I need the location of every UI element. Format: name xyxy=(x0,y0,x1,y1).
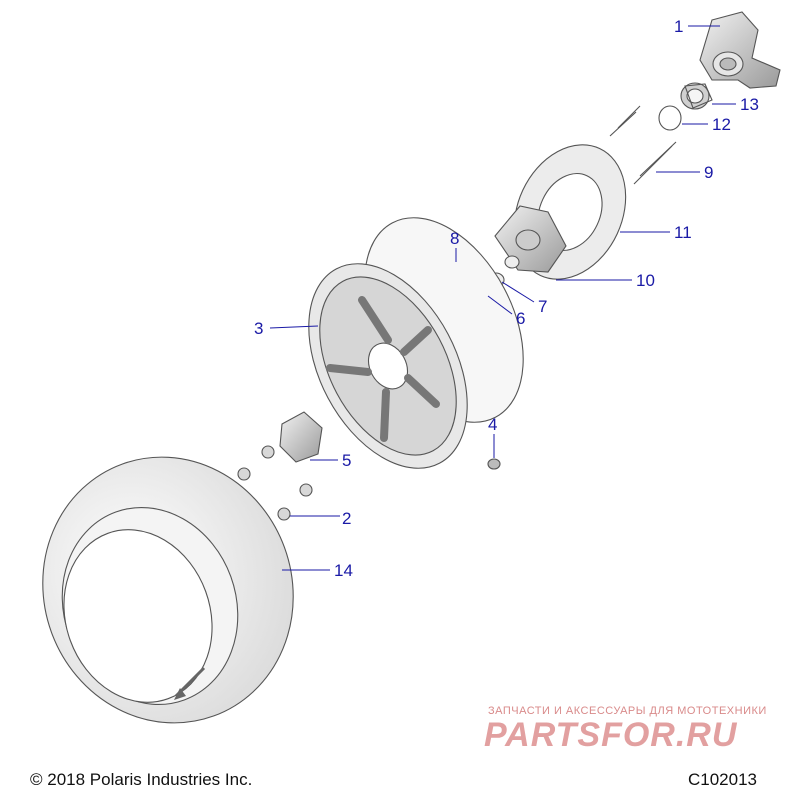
callout-4: 4 xyxy=(488,415,497,434)
callout-9: 9 xyxy=(704,163,713,182)
callout-10: 10 xyxy=(636,271,655,290)
callouts: 1 2 3 4 5 6 7 8 9 10 11 12 13 14 xyxy=(254,17,759,580)
callout-13: 13 xyxy=(740,95,759,114)
callout-5: 5 xyxy=(342,451,351,470)
callout-14: 14 xyxy=(334,561,353,580)
steering-knuckle xyxy=(699,11,781,89)
copyright-notice: © 2018 Polaris Industries Inc. xyxy=(30,770,253,789)
tire-arrow-head-icon xyxy=(174,688,186,700)
lug-nuts xyxy=(237,445,313,521)
callout-2: 2 xyxy=(342,509,351,528)
callout-8: 8 xyxy=(450,229,459,248)
tire xyxy=(42,456,294,724)
wheel-bearing xyxy=(680,82,713,110)
retaining-ring xyxy=(658,105,682,131)
valve-stem xyxy=(487,458,501,470)
leader-lines xyxy=(269,25,736,571)
callout-11: 11 xyxy=(674,223,692,242)
hub-bolts xyxy=(609,105,641,137)
callout-1: 1 xyxy=(674,17,683,36)
callout-7: 7 xyxy=(538,297,547,316)
callout-3: 3 xyxy=(254,319,263,338)
watermark-logo: PARTSFOR.RU xyxy=(484,716,738,754)
diagram-code: C102013 xyxy=(688,770,758,789)
callout-12: 12 xyxy=(712,115,731,134)
center-cap xyxy=(279,411,323,463)
callout-6: 6 xyxy=(516,309,525,328)
wheel-rim xyxy=(308,217,524,469)
watermark-tagline: ЗАПЧАСТИ И АКСЕССУАРЫ ДЛЯ МОТОТЕХНИКИ xyxy=(488,705,767,717)
brake-disc-bolts xyxy=(633,141,677,185)
